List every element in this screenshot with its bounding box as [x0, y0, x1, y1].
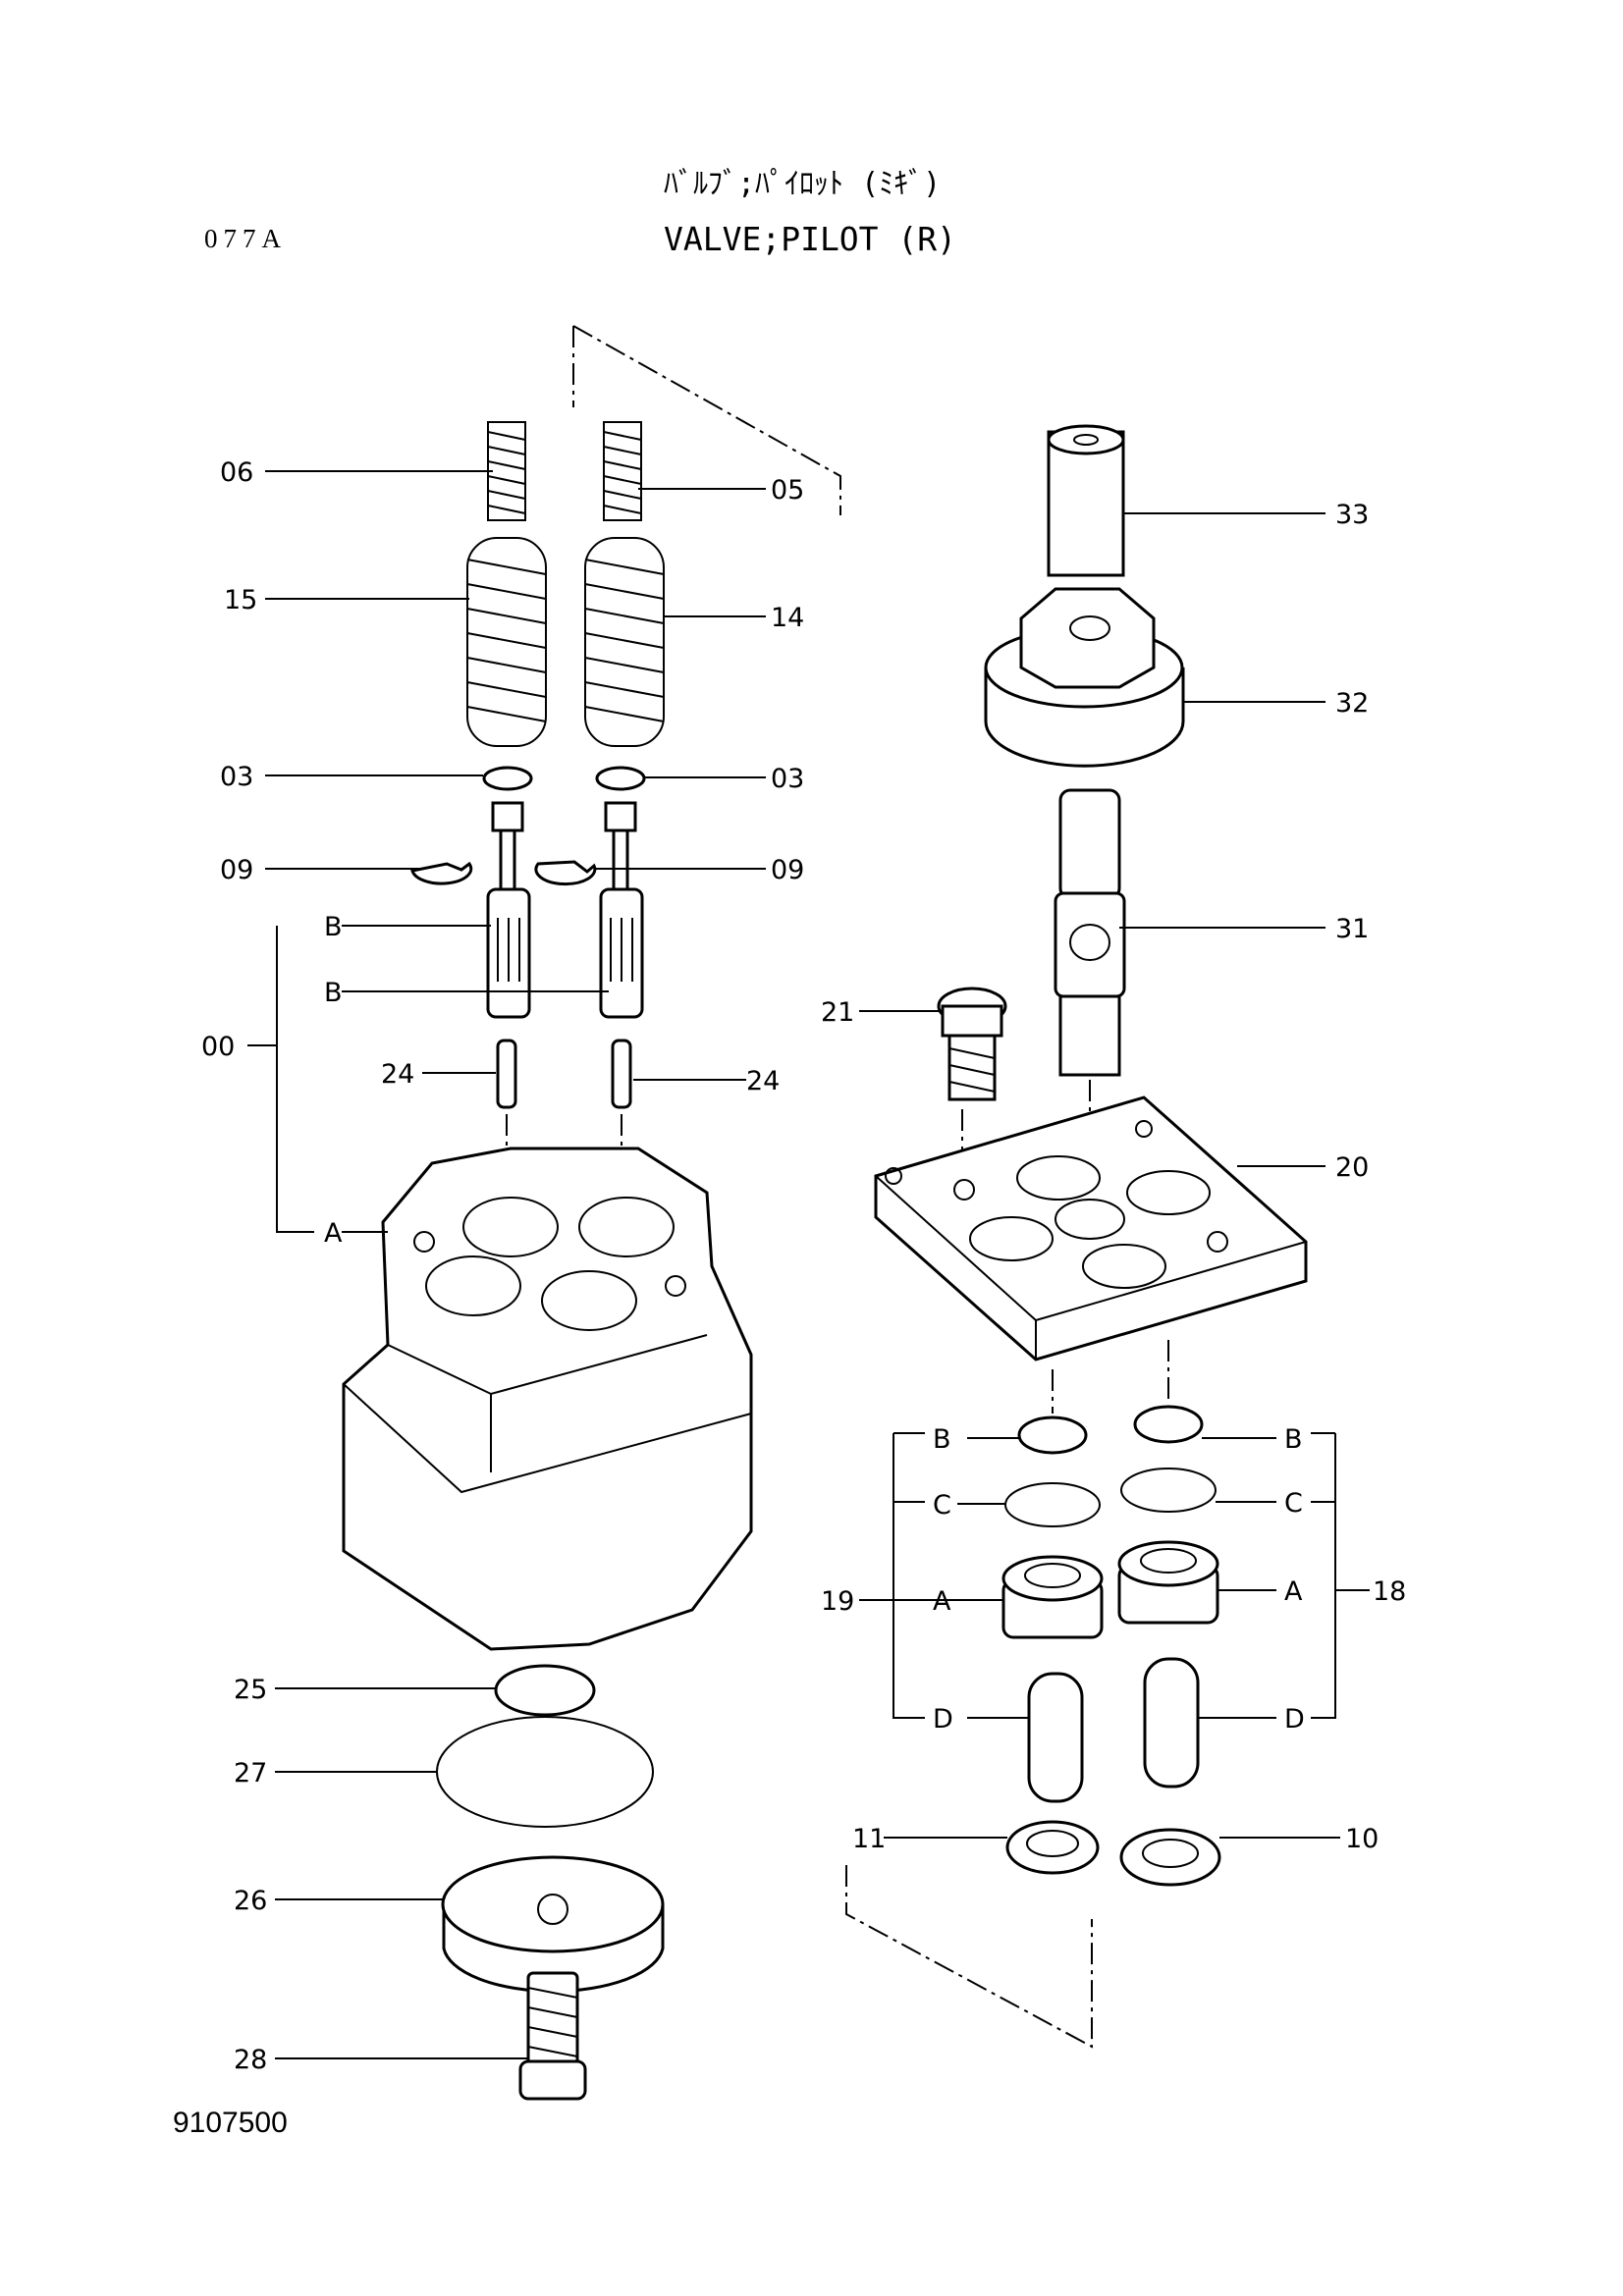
- callout-10: 10: [1345, 1824, 1379, 1854]
- callout-32: 32: [1335, 688, 1369, 719]
- nut-left: [1005, 1820, 1100, 1875]
- callout-09-right: 09: [771, 855, 804, 885]
- piston-right: [1143, 1657, 1200, 1789]
- callout-b-right-1: B: [933, 1424, 951, 1455]
- callout-a-left: A: [324, 1218, 343, 1249]
- seal-left: [1017, 1415, 1088, 1455]
- title-japanese: ﾊﾞﾙﾌﾞ;ﾊﾟｲﾛｯﾄ (ﾐｷﾞ): [664, 167, 942, 201]
- callout-c-right-1: C: [933, 1490, 951, 1521]
- callout-33: 33: [1335, 500, 1369, 530]
- plug-left: [1001, 1555, 1104, 1639]
- socket-bolt: [937, 987, 1007, 1101]
- callout-c-right-2: C: [1284, 1488, 1303, 1519]
- spring-small-right: [603, 421, 642, 521]
- callout-06: 06: [220, 457, 253, 488]
- callout-b-left-1: B: [324, 912, 343, 942]
- hex-nut-cam: [984, 587, 1185, 768]
- drawing-code: 077A: [204, 224, 287, 253]
- group-bracket-top: [572, 325, 841, 515]
- leader-lines: [247, 470, 1370, 2059]
- piston-left: [1027, 1672, 1084, 1803]
- washer-left: [482, 766, 533, 791]
- spool-right: [599, 801, 644, 1019]
- retainer-right: [534, 860, 597, 886]
- callout-a-right-1: A: [933, 1586, 951, 1617]
- callout-25: 25: [234, 1675, 267, 1705]
- group-bracket-bottom: [845, 1865, 1093, 2049]
- callout-28: 28: [234, 2045, 267, 2075]
- callout-21: 21: [821, 997, 854, 1028]
- pin-right: [611, 1039, 632, 1109]
- callout-09-left: 09: [220, 855, 253, 885]
- callout-26: 26: [234, 1886, 267, 1916]
- callout-05: 05: [771, 475, 804, 506]
- callout-18: 18: [1373, 1576, 1406, 1607]
- universal-joint-shaft: [1054, 788, 1126, 1077]
- plug-bolt: [518, 1971, 587, 2101]
- callout-19: 19: [821, 1586, 854, 1617]
- pin-left: [496, 1039, 517, 1109]
- drawing-number: 9107500: [173, 2107, 288, 2139]
- callout-20: 20: [1335, 1152, 1369, 1183]
- callout-03-right: 03: [771, 764, 804, 794]
- coupling-nut: [1047, 424, 1125, 577]
- callout-b-left-2: B: [324, 978, 343, 1008]
- o-ring-small: [494, 1664, 596, 1717]
- callout-11: 11: [852, 1824, 886, 1854]
- callout-27: 27: [234, 1758, 267, 1789]
- callout-15: 15: [224, 585, 257, 615]
- callout-b-right-2: B: [1284, 1424, 1303, 1455]
- callout-14: 14: [771, 603, 804, 633]
- o-ring-right: [1120, 1468, 1217, 1513]
- callout-31: 31: [1335, 914, 1369, 944]
- washer-right: [595, 766, 646, 791]
- callout-a-right-2: A: [1284, 1576, 1303, 1607]
- seal-right: [1133, 1405, 1204, 1444]
- spring-large-right: [584, 537, 665, 747]
- o-ring-large: [436, 1716, 654, 1828]
- spool-left: [486, 801, 531, 1019]
- spring-small-left: [487, 421, 526, 521]
- retainer-left: [410, 861, 473, 885]
- callout-d-right-2: D: [1284, 1704, 1305, 1735]
- callout-03-left: 03: [220, 762, 253, 792]
- valve-casing: [342, 1147, 753, 1651]
- callout-00: 00: [201, 1032, 235, 1062]
- nut-right: [1119, 1828, 1221, 1887]
- callout-24-left: 24: [381, 1059, 414, 1090]
- callout-labels: 06 15 03 09 B B 00 A 24 24 05 14 03 09 3…: [201, 457, 1406, 2075]
- plate: [874, 1095, 1308, 1362]
- callout-24-right: 24: [746, 1066, 780, 1096]
- o-ring-left: [1004, 1482, 1101, 1527]
- callout-d-right-1: D: [933, 1704, 953, 1735]
- title-english: VALVE;PILOT (R): [664, 220, 957, 258]
- plug-right: [1117, 1540, 1219, 1625]
- cover-plate: [441, 1855, 665, 1993]
- spring-large-left: [466, 537, 547, 747]
